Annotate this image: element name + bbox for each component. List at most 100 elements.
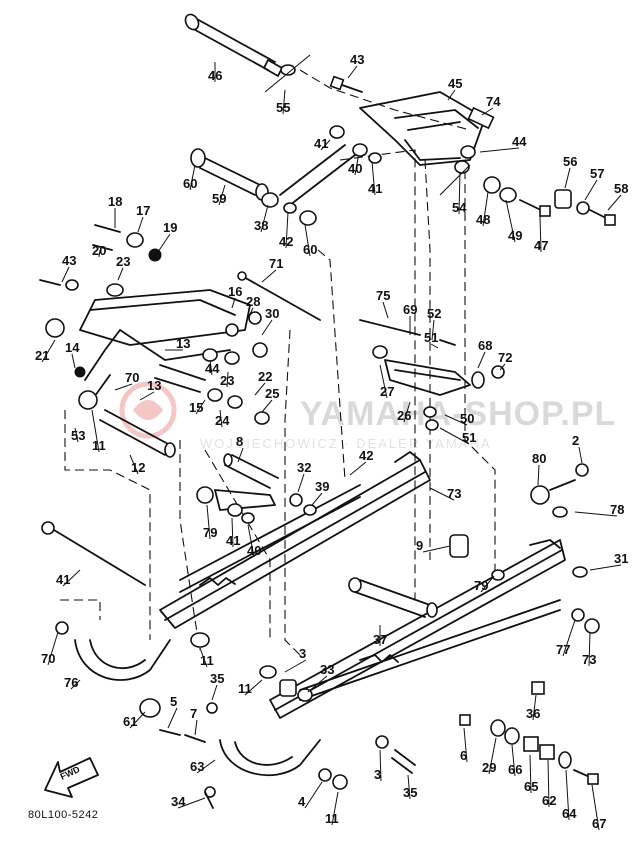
callout-8: 8 bbox=[236, 434, 244, 463]
callout-64: 64 bbox=[562, 769, 577, 821]
callout-number: 41 bbox=[368, 181, 382, 196]
callout-number: 38 bbox=[254, 218, 268, 233]
callout-number: 8 bbox=[236, 434, 243, 449]
callout-78: 78 bbox=[574, 502, 624, 517]
callout-42: 42 bbox=[349, 448, 373, 476]
callout-number: 3 bbox=[374, 767, 381, 782]
slide-rail-left-2 bbox=[74, 451, 431, 681]
callout-67: 67 bbox=[591, 784, 606, 831]
callout-72: 72 bbox=[498, 350, 512, 371]
callout-47: 47 bbox=[534, 215, 548, 253]
callout-number: 23 bbox=[220, 373, 234, 388]
callout-number: 7 bbox=[190, 706, 197, 721]
shaft-77 bbox=[348, 577, 438, 618]
bushings-38-42-60 bbox=[261, 192, 317, 226]
callout-layer: 4655434574444140415657585448494760593842… bbox=[35, 52, 628, 831]
callout-number: 27 bbox=[380, 384, 394, 399]
callout-number: 21 bbox=[35, 348, 49, 363]
callout-number: 76 bbox=[64, 675, 78, 690]
callout-number: 50 bbox=[460, 411, 474, 426]
callout-number: 79 bbox=[474, 578, 488, 593]
callout-41: 41 bbox=[56, 569, 81, 587]
callout-23: 23 bbox=[220, 371, 234, 388]
callout-42: 42 bbox=[279, 211, 293, 249]
callout-number: 19 bbox=[163, 220, 177, 235]
callout-number: 48 bbox=[476, 212, 490, 227]
callout-number: 61 bbox=[123, 714, 137, 729]
callout-66: 66 bbox=[508, 744, 522, 777]
forward-arrow-icon: FWD bbox=[44, 757, 99, 798]
callout-68: 68 bbox=[477, 338, 492, 369]
rear-arm-bracket-45 bbox=[359, 91, 495, 166]
callout-number: 55 bbox=[276, 100, 290, 115]
callout-13: 13 bbox=[139, 378, 161, 401]
callout-44: 44 bbox=[205, 359, 220, 376]
callout-18: 18 bbox=[108, 194, 122, 228]
callout-number: 75 bbox=[376, 288, 390, 303]
callout-28: 28 bbox=[246, 294, 260, 319]
tube-32 bbox=[223, 453, 317, 516]
watermark-subtext: WOJCIECHOWICZ · DEALER YAMAHA bbox=[200, 436, 492, 451]
callout-number: 32 bbox=[297, 460, 311, 475]
callout-60: 60 bbox=[303, 224, 317, 257]
callout-number: 45 bbox=[448, 76, 462, 91]
callout-number: 43 bbox=[62, 253, 76, 268]
callout-number: 29 bbox=[482, 760, 496, 775]
callout-79: 79 bbox=[203, 504, 217, 540]
callout-number: 13 bbox=[176, 336, 190, 351]
callout-55: 55 bbox=[276, 89, 290, 115]
callout-number: 11 bbox=[92, 438, 106, 453]
callout-38: 38 bbox=[254, 204, 269, 233]
callout-3: 3 bbox=[374, 749, 382, 782]
callout-number: 6 bbox=[460, 748, 467, 763]
callout-44: 44 bbox=[479, 134, 527, 153]
callout-number: 41 bbox=[314, 136, 328, 151]
callout-number: 11 bbox=[325, 811, 339, 826]
callout-number: 17 bbox=[136, 203, 150, 218]
callout-63: 63 bbox=[190, 759, 216, 774]
callout-number: 35 bbox=[210, 671, 224, 686]
washers-44-54 bbox=[439, 145, 476, 196]
callout-number: 33 bbox=[320, 662, 334, 677]
callout-73: 73 bbox=[429, 486, 461, 501]
front-arm-assembly bbox=[39, 224, 270, 425]
callout-number: 26 bbox=[397, 408, 411, 423]
callout-22: 22 bbox=[254, 369, 272, 396]
callout-5: 5 bbox=[167, 694, 178, 729]
callout-43: 43 bbox=[347, 52, 364, 79]
callout-25: 25 bbox=[261, 386, 279, 413]
callout-11: 11 bbox=[199, 647, 214, 668]
callout-number: 67 bbox=[592, 816, 606, 831]
callout-number: 56 bbox=[563, 154, 577, 169]
callout-40: 40 bbox=[348, 157, 362, 176]
callout-41: 41 bbox=[314, 136, 331, 151]
callout-19: 19 bbox=[157, 220, 177, 253]
callout-number: 13 bbox=[147, 378, 161, 393]
callout-43: 43 bbox=[61, 253, 76, 283]
callout-70: 70 bbox=[41, 631, 59, 666]
callout-65: 65 bbox=[524, 754, 538, 794]
callout-number: 41 bbox=[56, 572, 70, 587]
callout-number: 53 bbox=[71, 428, 85, 443]
callout-6: 6 bbox=[460, 727, 468, 763]
callout-77: 77 bbox=[556, 619, 576, 657]
callout-58: 58 bbox=[607, 181, 628, 211]
callout-number: 72 bbox=[498, 350, 512, 365]
watermark: YAMAHA-SHOP.PL WOJCIECHOWICZ · DEALER YA… bbox=[119, 381, 615, 451]
callout-24: 24 bbox=[215, 409, 230, 428]
callout-number: 16 bbox=[228, 284, 242, 299]
callout-73: 73 bbox=[582, 631, 596, 667]
callout-number: 24 bbox=[215, 413, 230, 428]
callout-75: 75 bbox=[376, 288, 390, 319]
callout-39: 39 bbox=[311, 479, 329, 506]
callout-48: 48 bbox=[476, 191, 490, 227]
callout-23: 23 bbox=[116, 254, 130, 281]
callout-49: 49 bbox=[505, 199, 522, 243]
callout-4: 4 bbox=[298, 781, 323, 809]
callout-number: 35 bbox=[403, 785, 417, 800]
callout-number: 69 bbox=[403, 302, 417, 317]
callout-62: 62 bbox=[542, 759, 556, 808]
callout-number: 63 bbox=[190, 759, 204, 774]
callout-number: 31 bbox=[614, 551, 628, 566]
